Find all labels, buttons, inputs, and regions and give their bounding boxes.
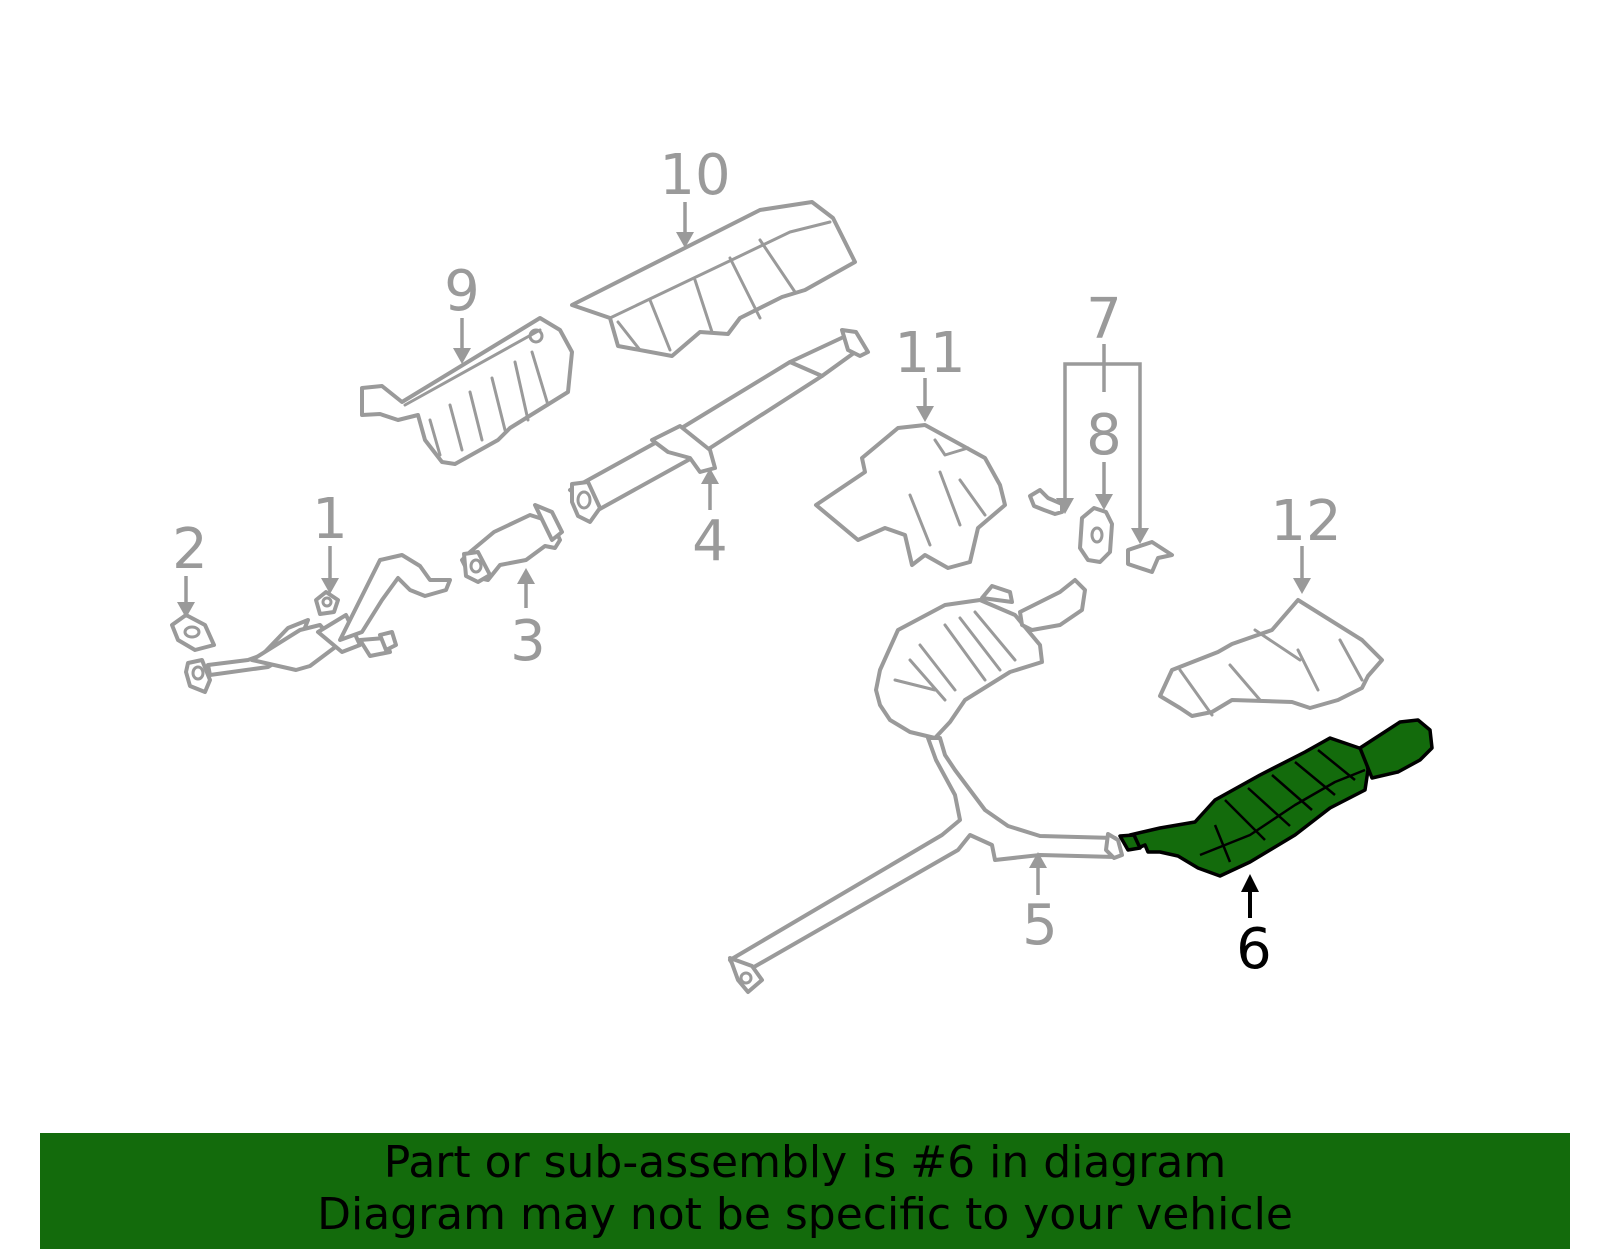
callout-8: 8 <box>1086 403 1122 468</box>
part-11-heat-shield[interactable] <box>814 423 1007 570</box>
callout-3: 3 <box>510 609 546 674</box>
callout-4: 4 <box>692 509 728 574</box>
leader-lines <box>177 202 1311 918</box>
callout-2: 2 <box>172 517 208 582</box>
info-banner: Part or sub-assembly is #6 in diagram Di… <box>40 1133 1570 1249</box>
callout-12: 12 <box>1270 489 1341 554</box>
callout-7: 7 <box>1086 287 1122 352</box>
part-2-gasket[interactable] <box>170 613 216 652</box>
callout-1: 1 <box>312 487 348 552</box>
part-9-heat-shield[interactable] <box>360 316 574 466</box>
part-10-heat-shield[interactable] <box>570 200 857 358</box>
banner-line-1: Part or sub-assembly is #6 in diagram <box>383 1137 1227 1188</box>
callout-5: 5 <box>1022 893 1058 958</box>
part-12-heat-shield[interactable] <box>1158 598 1384 718</box>
part-1-front-pipe[interactable] <box>184 553 452 694</box>
part-3-catalytic-converter[interactable] <box>460 503 564 584</box>
callout-6: 6 <box>1236 917 1272 982</box>
part-8-hanger[interactable] <box>1078 506 1114 564</box>
banner-line-2: Diagram may not be specific to your vehi… <box>317 1189 1293 1240</box>
callout-9: 9 <box>444 259 480 324</box>
callout-10: 10 <box>659 143 730 208</box>
part-5-rear-pipe-assembly[interactable] <box>728 578 1124 994</box>
part-7-bracket[interactable] <box>1126 540 1174 574</box>
part-4-resonator-pipe[interactable] <box>568 328 870 524</box>
callout-11: 11 <box>894 321 965 386</box>
part-7-bolt[interactable] <box>1028 488 1064 516</box>
part-6-muffler[interactable] <box>1118 718 1434 878</box>
